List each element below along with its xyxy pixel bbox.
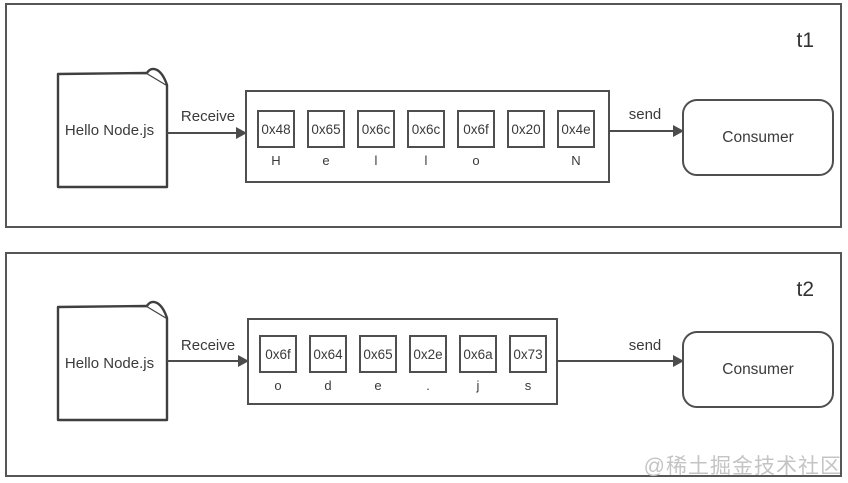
time-label-t1: t1 bbox=[796, 29, 814, 52]
receive-arrow bbox=[167, 127, 247, 139]
byte-char-label: d bbox=[324, 378, 332, 393]
byte-char-label: . bbox=[426, 378, 430, 393]
watermark: @稀土掘金技术社区 bbox=[643, 455, 842, 478]
byte-hex-box: 0x4e bbox=[557, 110, 595, 148]
byte-hex-box: 0x6f bbox=[457, 110, 495, 148]
byte-hex-box: 0x6f bbox=[259, 335, 297, 373]
panel-t2: t2 Hello Node.js Receive 0x6f o 0x64 d 0x65 e… bbox=[5, 252, 842, 477]
byte-char-label: e bbox=[322, 153, 330, 168]
byte-char-label: l bbox=[424, 153, 428, 168]
byte-cell: 0x65 e bbox=[359, 335, 397, 393]
byte-cell: 0x6f o bbox=[259, 335, 297, 393]
byte-char-label: o bbox=[274, 378, 282, 393]
byte-hex-box: 0x20 bbox=[507, 110, 545, 148]
byte-char-label: s bbox=[524, 378, 532, 393]
byte-hex-box: 0x73 bbox=[509, 335, 547, 373]
byte-cell: 0x73 s bbox=[509, 335, 547, 393]
receive-arrow-label: Receive bbox=[180, 108, 236, 125]
byte-hex-box: 0x65 bbox=[307, 110, 345, 148]
byte-hex-box: 0x6c bbox=[407, 110, 445, 148]
source-document-t2: Hello Node.js bbox=[56, 300, 169, 422]
byte-char-label: j bbox=[476, 378, 480, 393]
byte-char-label bbox=[507, 153, 545, 168]
source-document-t1: Hello Node.js bbox=[56, 67, 169, 189]
receive-arrow bbox=[167, 355, 249, 367]
send-arrow bbox=[608, 125, 684, 137]
document-label: Hello Node.js bbox=[64, 354, 155, 372]
byte-char-label: H bbox=[271, 153, 281, 168]
byte-cell: 0x64 d bbox=[309, 335, 347, 393]
byte-char-label: N bbox=[571, 153, 581, 168]
byte-cell: 0x2e. bbox=[409, 335, 447, 393]
document-label: Hello Node.js bbox=[64, 121, 155, 139]
consumer-node-t1: Consumer bbox=[682, 99, 834, 176]
byte-hex-box: 0x2e bbox=[409, 335, 447, 373]
byte-cell: 0x6a j bbox=[459, 335, 497, 393]
byte-hex-box: 0x65 bbox=[359, 335, 397, 373]
byte-cell: 0x6f o bbox=[457, 110, 495, 168]
byte-hex-box: 0x6a bbox=[459, 335, 497, 373]
send-arrow-label: send bbox=[628, 106, 662, 123]
byte-cell: 0x6c l bbox=[357, 110, 395, 168]
send-arrow bbox=[557, 355, 684, 367]
byte-char-label: l bbox=[374, 153, 378, 168]
receive-arrow-label: Receive bbox=[180, 337, 236, 354]
byte-hex-box: 0x6c bbox=[357, 110, 395, 148]
byte-cell: 0x65 e bbox=[307, 110, 345, 168]
time-label-t2: t2 bbox=[796, 278, 814, 301]
consumer-node-t2: Consumer bbox=[682, 331, 834, 408]
byte-cell: 0x6c l bbox=[407, 110, 445, 168]
byte-hex-box: 0x64 bbox=[309, 335, 347, 373]
byte-hex-box: 0x48 bbox=[257, 110, 295, 148]
send-arrow-label: send bbox=[628, 337, 662, 354]
byte-char-label: e bbox=[374, 378, 382, 393]
buffer-t2: 0x6f o 0x64 d 0x65 e 0x2e. 0x6a j 0x73 s bbox=[247, 318, 558, 405]
byte-char-label: o bbox=[472, 153, 480, 168]
byte-cell: 0x20 bbox=[507, 110, 545, 168]
